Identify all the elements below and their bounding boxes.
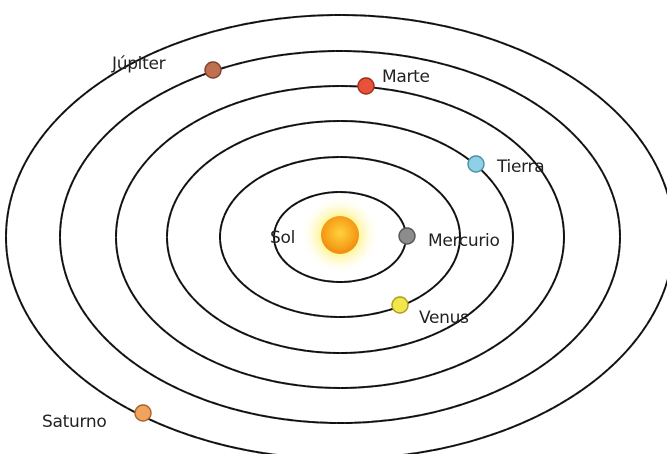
- orbits: [5, 14, 667, 454]
- planet-venus-label: Venus: [419, 308, 469, 328]
- planet-tierra-dot: [467, 155, 485, 173]
- planets: Mercurio Venus Tierra Marte Júpiter Satu…: [42, 54, 545, 432]
- planet-marte-label: Marte: [382, 67, 430, 87]
- orbit-jupiter: [59, 50, 621, 424]
- planet-saturno-dot: [134, 404, 152, 422]
- planet-saturno-label: Saturno: [42, 412, 106, 432]
- planet-venus-dot: [391, 296, 409, 314]
- sun-label: Sol: [270, 228, 295, 248]
- planet-venus: Venus: [391, 296, 469, 328]
- planet-mercurio-label: Mercurio: [428, 231, 500, 251]
- orbit-marte: [115, 85, 565, 389]
- orbit-saturno: [5, 14, 667, 454]
- planet-jupiter-dot: [204, 61, 222, 79]
- planet-saturno: Saturno: [42, 404, 152, 432]
- planet-mercurio: Mercurio: [398, 227, 500, 251]
- orbit-tierra: [166, 120, 514, 354]
- planet-jupiter: Júpiter: [111, 54, 222, 79]
- planet-jupiter-label: Júpiter: [111, 54, 166, 74]
- planet-marte-dot: [357, 77, 375, 95]
- planet-mercurio-dot: [398, 227, 416, 245]
- sun-core: [321, 216, 359, 254]
- planet-tierra-label: Tierra: [496, 157, 544, 177]
- sun: Sol: [270, 195, 380, 275]
- planet-tierra: Tierra: [467, 155, 545, 177]
- planet-marte: Marte: [357, 67, 430, 95]
- orbit-venus: [219, 156, 461, 318]
